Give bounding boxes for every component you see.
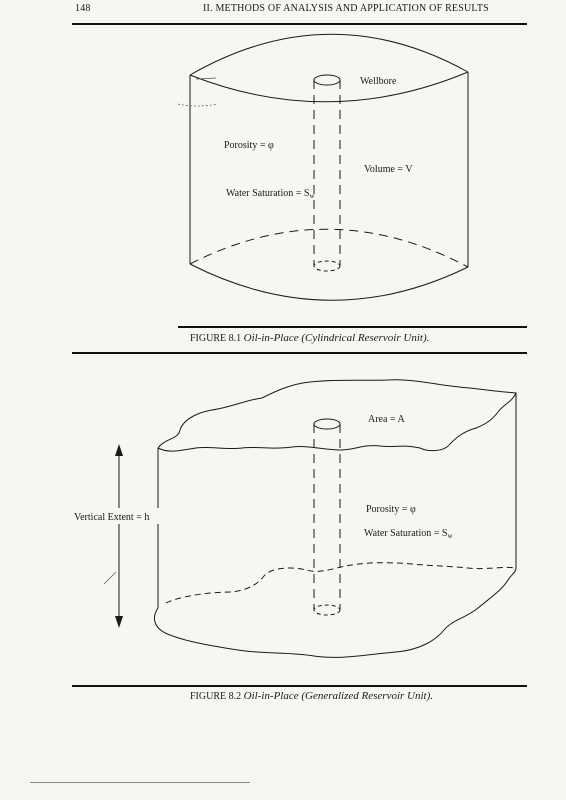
- vertical-extent-arrow-up-head: [115, 444, 123, 456]
- volume-label: Volume = V: [364, 164, 413, 175]
- cylinder-top-back-edge: [189, 33, 469, 76]
- wellbore-bottom: [313, 260, 341, 272]
- scan-mark: [195, 77, 217, 80]
- reservoir-bottom-hidden-edge: [165, 562, 517, 604]
- water-saturation-label: Water Saturation = Sw: [364, 528, 453, 540]
- cylinder-bottom-front-edge: [189, 263, 469, 301]
- cylinder-top-front-edge: [189, 71, 469, 103]
- running-title: II. METHODS OF ANALYSIS AND APPLICATION …: [203, 3, 489, 14]
- figure2-caption-rule: [72, 685, 527, 687]
- figure2-number: FIGURE 8.2: [190, 691, 242, 702]
- wellbore-top: [313, 418, 341, 430]
- figure1-caption: FIGURE 8.1 Oil-in-Place (Cylindrical Res…: [190, 332, 429, 344]
- figure-cylindrical-reservoir: Wellbore Porosity = φ Volume = V Water S…: [177, 33, 469, 301]
- water-saturation-label: Water Saturation = Sw: [226, 188, 315, 200]
- reservoir-top-surface: [157, 379, 517, 452]
- wellbore-top: [313, 74, 341, 86]
- scan-mark: [103, 571, 117, 585]
- header-rule: [72, 23, 527, 25]
- porosity-label: Porosity = φ: [224, 140, 274, 151]
- figure2-title: Oil-in-Place (Generalized Reservoir Unit…: [243, 690, 434, 702]
- area-label: Area = A: [368, 414, 406, 425]
- figure2-caption: FIGURE 8.2 Oil-in-Place (Generalized Res…: [190, 690, 433, 702]
- wellbore-label: Wellbore: [360, 76, 397, 87]
- page-number: 148: [75, 3, 91, 14]
- figure1-number: FIGURE 8.1: [190, 333, 242, 344]
- cylinder-bottom-hidden-edge: [189, 228, 469, 268]
- vertical-extent-arrow-down-head: [115, 616, 123, 628]
- wellbore-bottom: [313, 604, 341, 616]
- section-divider-rule: [72, 352, 527, 354]
- vertical-extent-label-backdrop: [64, 508, 182, 524]
- figure1-title: Oil-in-Place (Cylindrical Reservoir Unit…: [243, 332, 430, 344]
- porosity-label: Porosity = φ: [366, 504, 416, 515]
- scan-edge-line: [30, 782, 250, 783]
- figure1-caption-rule: [178, 326, 527, 328]
- reservoir-bottom-front-edge: [154, 567, 517, 658]
- vertical-extent-label: Vertical Extent = h: [74, 512, 149, 523]
- scan-mark: [177, 103, 219, 107]
- figure-generalized-reservoir: Vertical Extent = h Area = A Porosity = …: [64, 379, 517, 658]
